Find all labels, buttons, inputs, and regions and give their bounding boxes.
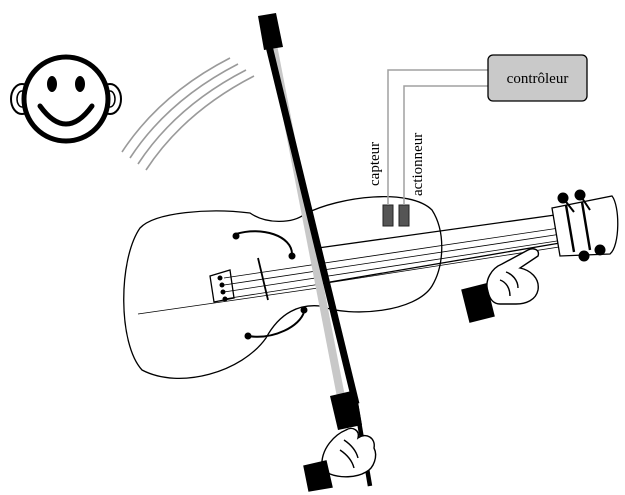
- actuator-label: actionneur: [410, 133, 426, 196]
- scroll: [551, 189, 619, 262]
- smiley-face-icon: [10, 54, 122, 144]
- fingerboard: [317, 214, 561, 283]
- controller-box: [487, 54, 588, 102]
- actuator-pickup: [398, 204, 410, 227]
- f-holes: [232, 230, 308, 340]
- wires: [387, 69, 488, 205]
- pointing-hand-icon: [461, 248, 540, 323]
- violin-body: [123, 196, 443, 379]
- sensor-label: capteur: [367, 142, 383, 186]
- bow-hand-icon: [303, 427, 377, 492]
- strings: [223, 226, 573, 300]
- sensor-pickup: [382, 204, 394, 227]
- tailpiece: [209, 269, 235, 303]
- sound-waves: [121, 57, 255, 171]
- controller-label: contrôleur: [507, 71, 569, 87]
- centre-line: [137, 287, 319, 315]
